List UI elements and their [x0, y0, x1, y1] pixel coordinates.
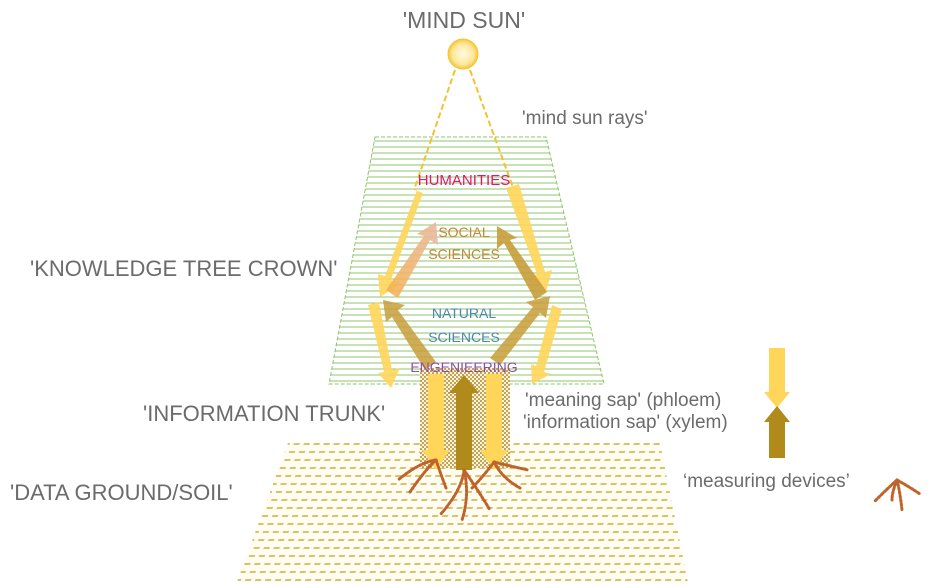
mind-sun: [448, 39, 478, 69]
data-ground-label: 'DATA GROUND/SOIL': [10, 480, 233, 505]
measuring-devices-label: ‘measuring devices’: [683, 471, 850, 492]
natural-sciences-label-1: NATURAL: [432, 305, 497, 321]
social-sciences-label-1: SOCIAL: [438, 224, 490, 240]
mind-sun-label: 'MIND SUN': [403, 7, 526, 33]
trunk-sap-arrows: [422, 374, 508, 470]
legend-information-sap-arrow: [764, 406, 790, 458]
legend: [764, 348, 790, 458]
natural-sciences-label-2: SCIENCES: [428, 329, 500, 345]
humanities-label: HUMANITIES: [418, 172, 511, 189]
knowledge-crown-label: 'KNOWLEDGE TREE CROWN': [30, 256, 337, 281]
measuring-devices-icon: [874, 480, 920, 510]
legend-meaning-sap-arrow: [764, 348, 790, 408]
mind-sun-rays-label: 'mind sun rays': [522, 108, 648, 129]
meaning-sap-label: 'meaning sap' (phloem): [525, 390, 721, 411]
information-sap-label: 'information sap' (xylem): [523, 412, 728, 433]
engineering-label: ENGENIEERING: [410, 359, 517, 375]
social-sciences-label-2: SCIENCES: [428, 246, 500, 262]
information-trunk-label: 'INFORMATION TRUNK': [143, 401, 385, 426]
